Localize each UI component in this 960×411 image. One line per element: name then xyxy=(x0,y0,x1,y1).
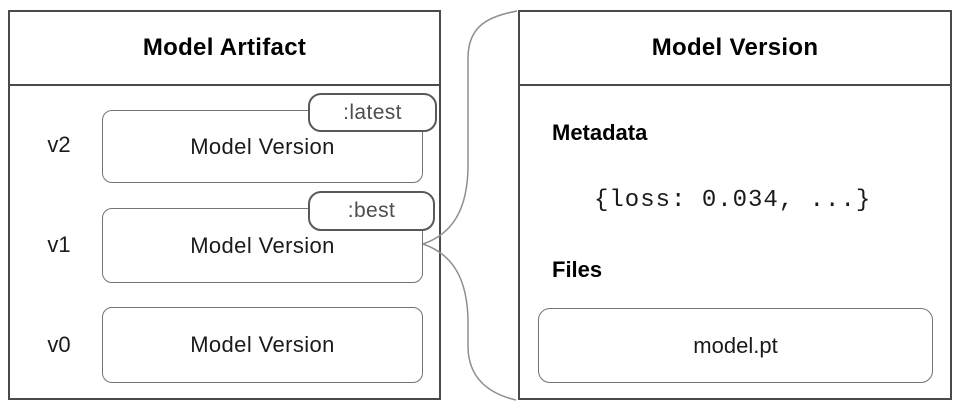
version-box-v0-label: Model Version xyxy=(190,332,335,357)
version-box-v1-label: Model Version xyxy=(190,232,335,258)
metadata-heading: Metadata xyxy=(552,120,648,145)
version-box-v2-label: Model Version xyxy=(190,133,335,159)
file-box: model.pt xyxy=(538,308,933,383)
version-tag-latest-label: :latest xyxy=(343,100,402,124)
version-tag-best: :best xyxy=(308,191,435,231)
files-heading: Files xyxy=(552,257,603,282)
model-artifact-title: Model Artifact xyxy=(142,34,307,61)
metadata-value: {loss: 0.034, ...} xyxy=(594,187,872,214)
model-version-title: Model Version xyxy=(651,34,819,61)
version-box-v1: Model Version xyxy=(102,208,423,283)
model-version-panel: Model Version Metadata {loss: 0.034, ...… xyxy=(518,10,952,400)
file-name: model.pt xyxy=(693,332,778,358)
model-artifact-header: Model Artifact xyxy=(10,12,439,86)
version-box-v0: Model Version xyxy=(102,307,423,383)
version-id-v0: v0 xyxy=(47,332,71,357)
model-version-header: Model Version xyxy=(520,12,950,86)
version-id-v2: v2 xyxy=(47,132,71,157)
version-id-v1: v1 xyxy=(47,232,71,257)
version-tag-best-label: :best xyxy=(347,199,396,222)
model-artifact-panel: Model Artifact v2 Model Version :latest … xyxy=(8,10,441,400)
version-tag-latest: :latest xyxy=(308,93,437,132)
